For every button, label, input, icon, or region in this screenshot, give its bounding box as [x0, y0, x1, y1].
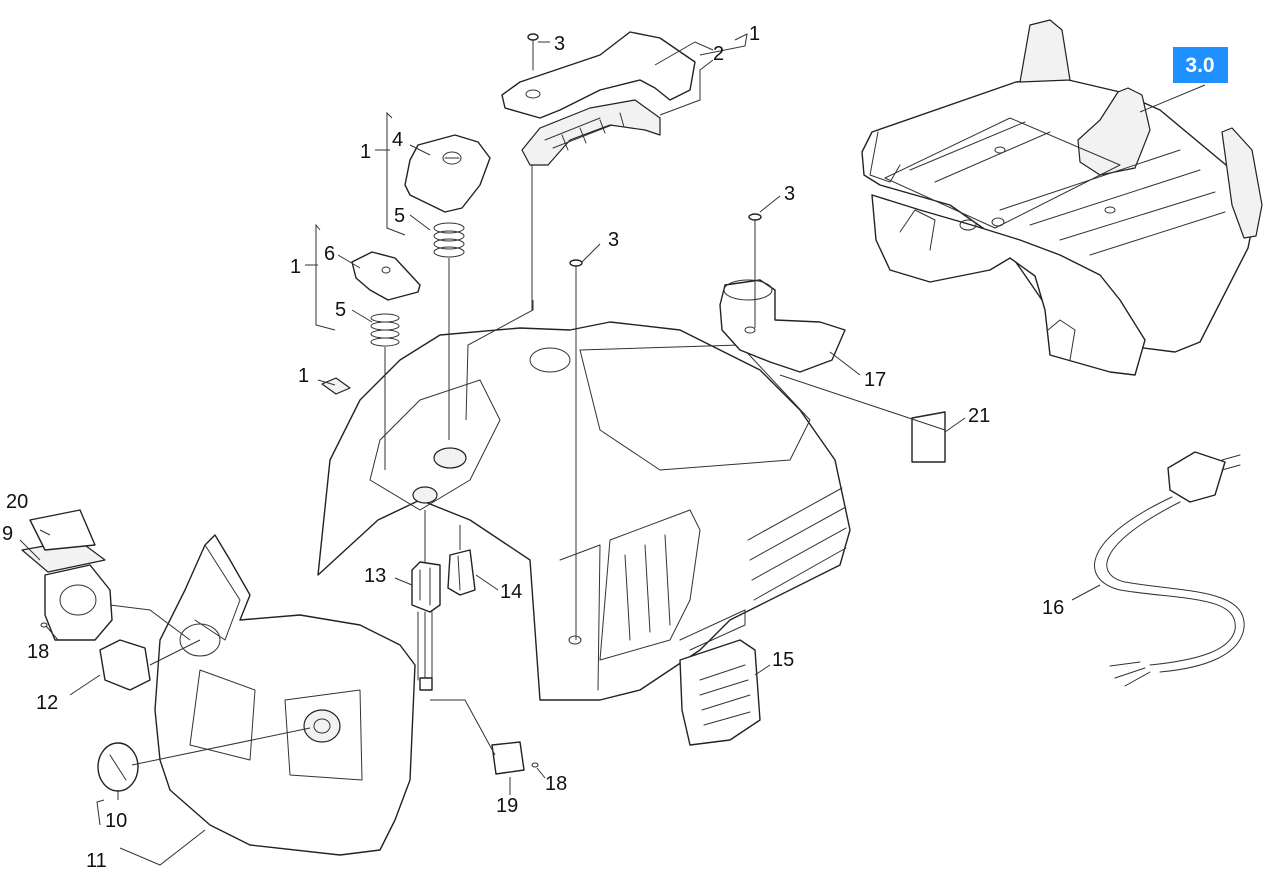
callout-5-lower-spring: 5 [335, 299, 346, 321]
callout-10-knob: 10 [105, 810, 127, 832]
spring-lower-drawing [370, 313, 400, 347]
assembly-badge[interactable]: 3.0 [1173, 47, 1228, 83]
callout-9-socket: 9 [2, 523, 13, 545]
label-21-drawing [911, 411, 946, 463]
callout-1-knob: 1 [360, 141, 371, 163]
callout-21-label: 21 [968, 405, 990, 427]
callout-4-knob: 4 [392, 129, 403, 151]
badge-label: 3.0 [1185, 54, 1214, 77]
callout-3-mid-screw: 3 [608, 229, 619, 251]
callout-5-upper-spring: 5 [394, 205, 405, 227]
plate-19-drawing [491, 741, 539, 775]
spring-upper-drawing [433, 222, 465, 258]
socket-9-drawing [21, 539, 113, 641]
knob-4-drawing [404, 134, 491, 213]
callout-18-bottom-screw: 18 [545, 773, 567, 795]
knob-10-drawing [97, 742, 139, 792]
front-housing-11-drawing [154, 534, 416, 856]
callout-17-holder: 17 [864, 369, 886, 391]
switch-12-drawing [99, 639, 151, 691]
callout-2-handle: 2 [713, 43, 724, 65]
callout-labels: 1 2 3 1 4 5 1 6 5 1 3 3 17 21 20 9 18 12… [2, 23, 1064, 872]
callout-18-left-screw: 18 [27, 641, 49, 663]
callout-12-switch: 12 [36, 692, 58, 714]
base-assembly-drawing [861, 19, 1263, 376]
screw-right-drawing [748, 213, 762, 259]
screw-mid-drawing [569, 259, 583, 301]
carry-handle-drawing [501, 31, 696, 166]
callout-3-right-screw: 3 [784, 183, 795, 205]
callout-13-connector: 13 [364, 565, 386, 587]
screw-top-drawing [527, 33, 539, 71]
holder-17-drawing [719, 279, 846, 373]
callout-15-panel: 15 [772, 649, 794, 671]
callout-1-handle: 1 [749, 23, 760, 45]
callout-1-cap: 1 [290, 256, 301, 278]
screw-18-left-drawing [40, 622, 48, 628]
connector-14-drawing [447, 549, 476, 596]
callout-3-top-screw: 3 [554, 33, 565, 55]
callout-20-cover: 20 [6, 491, 28, 513]
panel-15-drawing [679, 639, 761, 746]
callout-11-housing: 11 [86, 850, 107, 872]
callout-14-connector: 14 [500, 581, 522, 603]
badge-background [1173, 47, 1228, 83]
cap-6-drawing [351, 251, 421, 301]
callout-19-plate: 19 [496, 795, 518, 817]
connector-13-drawing [411, 561, 441, 691]
power-cable-16-drawing [1094, 451, 1245, 687]
leader-lines [19, 33, 1206, 866]
callout-16-cable: 16 [1042, 597, 1064, 619]
cover-20-drawing [29, 509, 96, 551]
tab-1-drawing [321, 377, 351, 395]
callout-6-cap: 6 [324, 243, 335, 265]
callout-1-tab: 1 [298, 365, 309, 387]
